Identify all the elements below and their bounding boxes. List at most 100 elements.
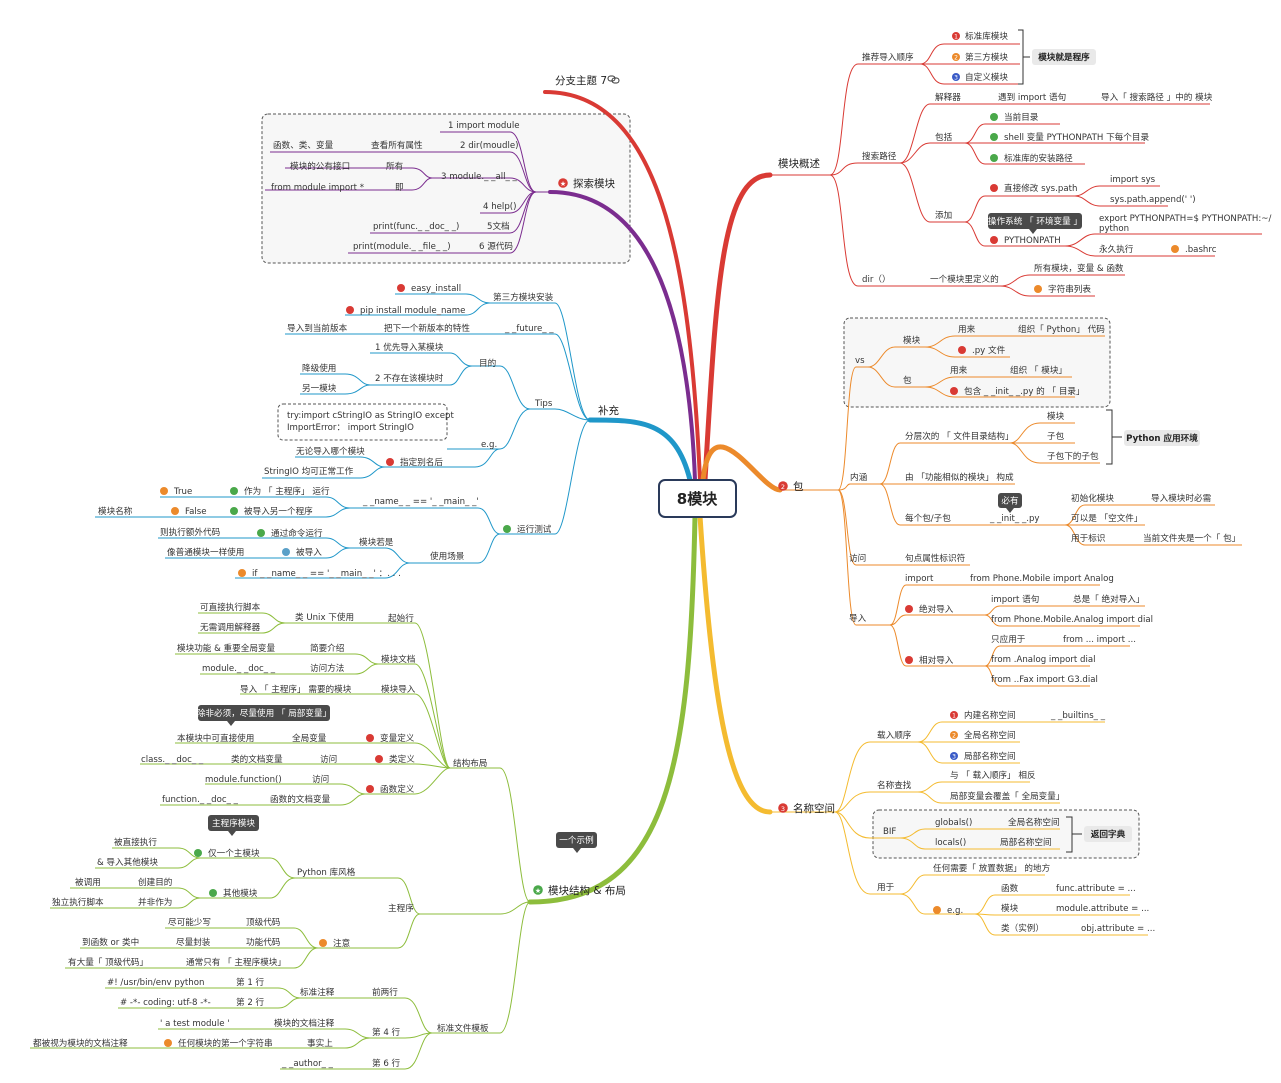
svg-text:类 Unix 下使用: 类 Unix 下使用 bbox=[295, 611, 354, 623]
svg-text:2: 2 bbox=[781, 483, 785, 491]
svg-text:前两行: 前两行 bbox=[372, 986, 398, 998]
ovw-lines bbox=[770, 43, 1262, 297]
svg-text:起始行: 起始行 bbox=[388, 612, 414, 624]
svg-text:由 「功能相似的模块」 构成: 由 「功能相似的模块」 构成 bbox=[905, 471, 1014, 483]
svg-text:.py 文件: .py 文件 bbox=[972, 344, 1006, 356]
root-node[interactable] bbox=[658, 479, 737, 518]
svg-text:功能代码: 功能代码 bbox=[246, 936, 281, 948]
svg-text:与 「 载入顺序」 相反: 与 「 载入顺序」 相反 bbox=[950, 769, 1036, 781]
svg-text:尽可能少写: 尽可能少写 bbox=[168, 916, 211, 928]
svg-text:返回字典: 返回字典 bbox=[1091, 828, 1126, 840]
vs-group-box bbox=[843, 317, 1111, 408]
svg-text:from ... import ...: from ... import ... bbox=[1063, 635, 1136, 645]
ns-branch[interactable]: 3 名称空间 bbox=[778, 802, 835, 815]
arrow-icon bbox=[171, 507, 179, 515]
svg-text:func.attribute = ...: func.attribute = ... bbox=[1056, 884, 1136, 894]
svg-text:一个模块里定义的: 一个模块里定义的 bbox=[930, 273, 999, 285]
svg-text:from .Analog import dial: from .Analog import dial bbox=[991, 655, 1096, 665]
svg-text:import sys: import sys bbox=[1110, 175, 1156, 185]
svg-text:Python 库风格: Python 库风格 bbox=[297, 866, 356, 878]
svg-text:export PYTHONPATH=$ PYTHONPATH: export PYTHONPATH=$ PYTHONPATH:~/ bbox=[1099, 214, 1271, 224]
ovw-title[interactable]: 模块概述 bbox=[778, 157, 820, 170]
priority-2-icon bbox=[950, 731, 958, 739]
svg-text:尽量封装: 尽量封装 bbox=[176, 936, 211, 948]
svg-text:遇到 import 语句: 遇到 import 语句 bbox=[998, 91, 1066, 103]
sup-nodes: 第三方模块安装 easy_install pip install module_… bbox=[98, 284, 554, 579]
svg-text:相对导入: 相对导入 bbox=[919, 654, 954, 666]
svg-text:2: 2 bbox=[952, 733, 956, 740]
svg-text:pip install module_name: pip install module_name bbox=[360, 306, 465, 316]
flag-icon bbox=[990, 113, 998, 121]
ns-title: 名称空间 bbox=[793, 802, 835, 815]
svg-text:局部名称空间: 局部名称空间 bbox=[964, 750, 1016, 762]
link-icon bbox=[607, 75, 620, 84]
svg-text:第 2 行: 第 2 行 bbox=[236, 996, 265, 1008]
summary-box bbox=[1032, 49, 1096, 65]
svg-text:函数的文档变量: 函数的文档变量 bbox=[270, 793, 331, 805]
ns-nodes: 载入顺序 1 内建名称空间 _ _builtins_ _ 2 全局名称空间 3 … bbox=[877, 709, 1155, 934]
svg-text:访问: 访问 bbox=[312, 774, 329, 785]
svg-text:任何需要「 放置数据」 的地方: 任何需要「 放置数据」 的地方 bbox=[933, 862, 1051, 874]
svg-text:from module import *: from module import * bbox=[271, 183, 365, 193]
svg-text:所有: 所有 bbox=[386, 160, 404, 172]
svg-text:全局名称空间: 全局名称空间 bbox=[964, 729, 1016, 741]
svg-text:if _ _name_ _ == '_ _main_ _': if _ _name_ _ == '_ _main_ _' ：. . . bbox=[252, 569, 401, 579]
star-icon bbox=[533, 885, 543, 895]
svg-text:独立执行脚本: 独立执行脚本 bbox=[52, 896, 104, 908]
svg-text:3 module._ _all_ _: 3 module._ _all_ _ bbox=[441, 172, 518, 182]
svg-text:模块功能 & 重要全局变量: 模块功能 & 重要全局变量 bbox=[177, 642, 276, 654]
explore-branch[interactable]: ★ 探索模块 bbox=[558, 177, 615, 190]
svg-text:可以是 「空文件」: 可以是 「空文件」 bbox=[1071, 512, 1142, 524]
pkg-branch[interactable]: 2 包 bbox=[778, 480, 804, 493]
priority-3-icon bbox=[950, 752, 958, 760]
svg-text:e.g.: e.g. bbox=[947, 906, 963, 916]
sup-title[interactable]: 补充 bbox=[598, 404, 619, 417]
svg-text:sys.path.append(' '): sys.path.append(' ') bbox=[1110, 195, 1196, 205]
svg-text:通过命令运行: 通过命令运行 bbox=[271, 527, 323, 539]
svg-text:print(func._ _doc_ _): print(func._ _doc_ _) bbox=[373, 222, 459, 232]
svg-text:模块文档: 模块文档 bbox=[381, 653, 415, 665]
svg-text:即: 即 bbox=[395, 182, 404, 193]
svg-text:访问: 访问 bbox=[320, 754, 337, 765]
priority-1-icon bbox=[950, 711, 958, 719]
svg-text:包: 包 bbox=[903, 374, 912, 386]
star-icon bbox=[558, 178, 568, 188]
flag-icon bbox=[397, 284, 405, 292]
svg-text:无需调用解释器: 无需调用解释器 bbox=[200, 621, 261, 633]
svg-text:2: 2 bbox=[954, 55, 958, 62]
struct-branch[interactable]: ★ 模块结构 & 布局 bbox=[533, 884, 626, 897]
arrow-icon bbox=[160, 487, 168, 495]
svg-text:分层次的 「 文件目录结构」: 分层次的 「 文件目录结构」 bbox=[905, 430, 1014, 442]
svg-text:查看所有属性: 查看所有属性 bbox=[371, 139, 423, 151]
pkg-title: 包 bbox=[793, 480, 804, 493]
svg-text:组织 「 模块」: 组织 「 模块」 bbox=[1010, 364, 1067, 376]
summary-label: 模块就是程序 bbox=[1038, 51, 1090, 63]
svg-text:访问方法: 访问方法 bbox=[310, 662, 345, 674]
svg-text:其他模块: 其他模块 bbox=[223, 887, 258, 899]
svg-text:模块若是: 模块若是 bbox=[359, 536, 394, 548]
svg-text:当前目录: 当前目录 bbox=[1004, 111, 1039, 123]
svg-text:模块: 模块 bbox=[1047, 410, 1065, 422]
svg-text:easy_install: easy_install bbox=[411, 284, 461, 294]
summary-bracket bbox=[1018, 29, 1030, 85]
svg-text:导入 「 主程序」 需要的模块: 导入 「 主程序」 需要的模块 bbox=[240, 683, 352, 695]
cross-icon bbox=[950, 387, 958, 395]
svg-text:类的文档变量: 类的文档变量 bbox=[231, 753, 283, 765]
branch7[interactable]: 分支主题 7 bbox=[555, 75, 620, 87]
svg-text:通常只有 「 主程序模块」: 通常只有 「 主程序模块」 bbox=[186, 956, 286, 968]
branch7-title: 分支主题 7 bbox=[555, 75, 607, 87]
svg-text:局部变量会覆盖「 全局变量」: 局部变量会覆盖「 全局变量」 bbox=[950, 790, 1064, 802]
svg-text:用于: 用于 bbox=[877, 882, 895, 893]
svg-text:PYTHONPATH: PYTHONPATH bbox=[1004, 236, 1061, 246]
svg-text:function._ _doc_ _: function._ _doc_ _ bbox=[162, 795, 239, 805]
svg-text:模块的公有接口: 模块的公有接口 bbox=[290, 160, 350, 172]
svg-text:第 1 行: 第 1 行 bbox=[236, 976, 265, 988]
svg-text:_ _future_ _: _ _future_ _ bbox=[504, 324, 554, 334]
example-callout: 一个示例 bbox=[556, 832, 597, 853]
svg-text:导入「 搜索路径 」中的 模块: 导入「 搜索路径 」中的 模块 bbox=[1101, 91, 1213, 103]
svg-text:可直接执行脚本: 可直接执行脚本 bbox=[200, 601, 261, 613]
flag-icon bbox=[194, 849, 202, 857]
svg-text:第 6 行: 第 6 行 bbox=[372, 1057, 401, 1069]
svg-text:from ..Fax import G3.dial: from ..Fax import G3.dial bbox=[991, 675, 1098, 685]
svg-text:1: 1 bbox=[952, 713, 956, 720]
